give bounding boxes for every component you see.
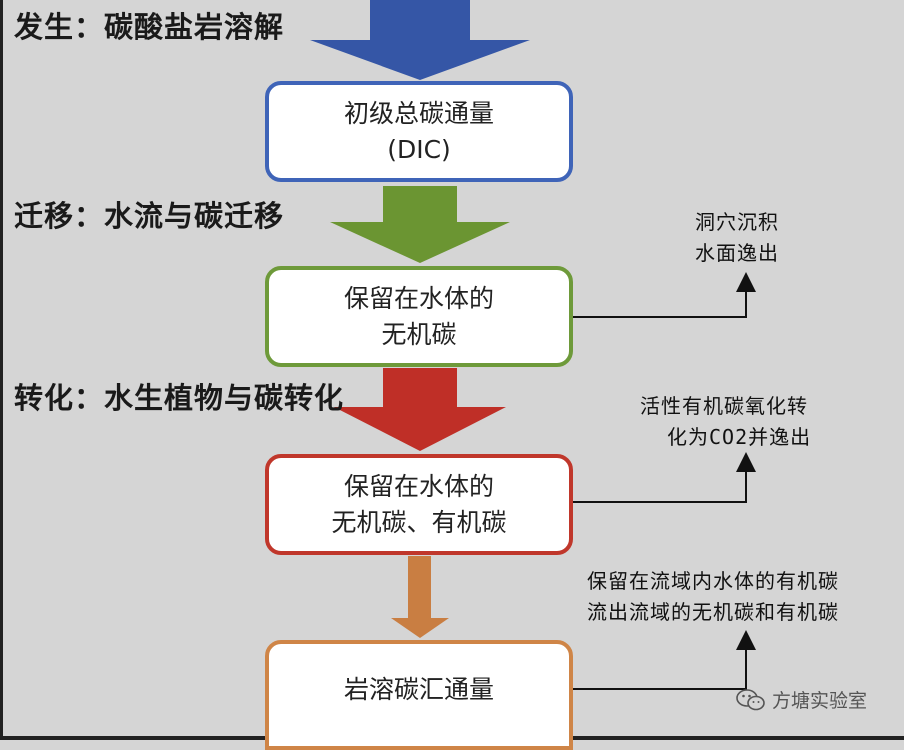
box-retained-inorganic-carbon: 保留在水体的 无机碳 [265,266,573,367]
flow-arrow-4 [391,556,449,638]
box-text-line: 岩溶碳汇通量 [343,675,494,704]
stage-label-migration: 迁移：水流与碳迁移 [14,199,285,233]
note-carbon-retained-and-exported: 保留在流域内水体的有机碳 流出流域的无机碳和有机碳 [587,566,839,628]
connector-line-3 [573,630,756,690]
box-text-line: 无机碳、有机碳 [331,507,507,537]
watermark-text: 方塘实验室 [772,690,868,712]
note-text-line: 活性有机碳氧化转 [640,394,808,418]
flow-arrow-3 [334,368,506,451]
box-karst-carbon-sink-flux: 岩溶碳汇通量 [265,640,573,750]
box-text-line: 初级总碳通量 [343,98,494,128]
note-text-line: 化为CO2并逸出 [667,425,812,449]
stage-label-occurrence: 发生：碳酸盐岩溶解 [14,10,285,44]
connector-line-2 [573,452,756,503]
note-cave-deposit-outgassing: 洞穴沉积 水面逸出 [695,207,779,269]
box-text-line: (DIC) [387,134,451,164]
box-text-line: 保留在水体的 [343,283,494,313]
flow-arrow-1 [310,0,530,80]
note-text-line: 流出流域的无机碳和有机碳 [587,600,839,624]
frame-border-left [0,0,3,740]
box-text-line: 保留在水体的 [343,471,494,501]
wechat-icon [736,688,765,710]
note-organic-carbon-oxidation: 活性有机碳氧化转 化为CO2并逸出 [640,391,811,453]
note-text-line: 洞穴沉积 [695,210,779,234]
note-text-line: 水面逸出 [695,241,779,265]
note-text-line: 保留在流域内水体的有机碳 [587,569,839,593]
box-retained-inorganic-organic-carbon: 保留在水体的 无机碳、有机碳 [265,454,573,555]
box-initial-dic-flux: 初级总碳通量 (DIC) [265,81,573,182]
watermark: 方塘实验室 [736,686,867,713]
connector-line-1 [573,272,756,318]
box-text-line: 无机碳 [381,319,457,349]
stage-label-transformation: 转化：水生植物与碳转化 [14,381,345,415]
flow-arrow-2 [330,186,510,263]
